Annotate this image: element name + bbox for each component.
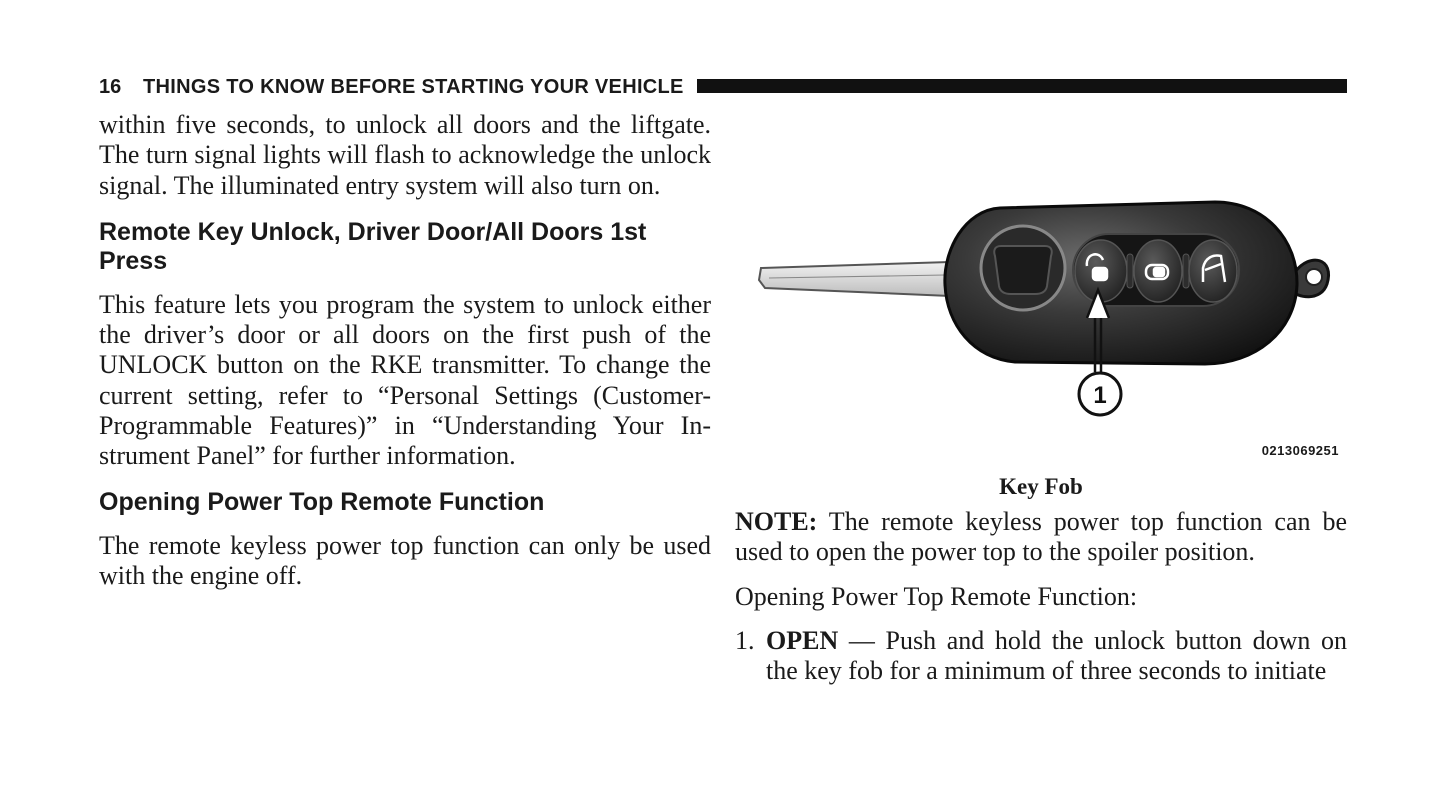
paragraph-unlock-feature: This feature lets you program the system…: [99, 289, 711, 471]
figure-id: 0213069251: [1261, 443, 1339, 458]
left-column: within five seconds, to unlock all doors…: [99, 110, 711, 591]
list-item-number: 1.: [735, 625, 755, 655]
key-blade: [757, 260, 962, 298]
paragraph-engine-off: The remote keyless power top function ca…: [99, 530, 711, 590]
trunk-icon: [1201, 254, 1227, 283]
list-item-text: — Push and hold the unlock button down o…: [766, 625, 1347, 686]
note-paragraph: NOTE: The remote keyless power top funct…: [735, 507, 1347, 568]
header-rule: [697, 79, 1347, 93]
note-text: The remote keyless power top function ca…: [735, 507, 1347, 567]
key-fob-illustration: 1: [757, 200, 1330, 417]
figure-caption: Key Fob: [999, 474, 1083, 499]
callout-circle: [1077, 371, 1123, 417]
list-item: 1. OPEN — Push and hold the unlock button…: [735, 626, 1347, 687]
callout-arrow: [1085, 286, 1111, 372]
running-head: THINGS TO KNOW BEFORE STARTING YOUR VEHI…: [143, 76, 684, 98]
page-header: 16 THINGS TO KNOW BEFORE STARTING YOUR V…: [99, 74, 1347, 100]
paragraph-opening-function: Opening Power Top Remote Function:: [735, 581, 1138, 611]
unlock-icon: [1085, 253, 1109, 282]
key-fob-figure: 1 0213069251: [735, 150, 1347, 460]
heading-remote-key-unlock: Remote Key Unlock, Driver Door/All Doors…: [99, 217, 647, 275]
heading-opening-power-top: Opening Power Top Remote Function: [99, 487, 545, 516]
trunk-button: [1188, 239, 1238, 303]
note-label: NOTE:: [735, 507, 818, 536]
page-number: 16: [99, 76, 122, 98]
list-item-label: OPEN: [766, 625, 839, 655]
callout-number: 1: [1093, 382, 1106, 409]
lock-icon: [1144, 263, 1170, 281]
paragraph-continued: within five seconds, to unlock all doors…: [99, 110, 711, 200]
right-column: NOTE: The remote keyless power top funct…: [735, 507, 1347, 686]
